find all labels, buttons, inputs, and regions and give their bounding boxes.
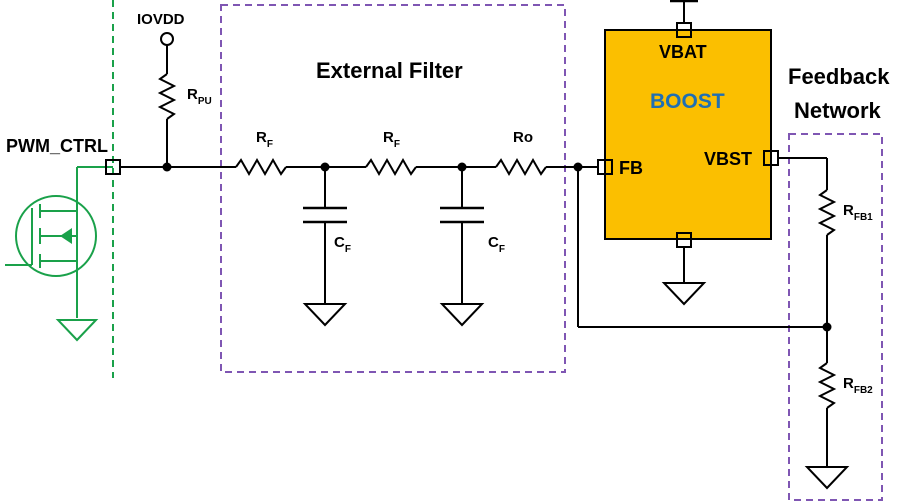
fb-label: FB [619,158,643,178]
rfb2-resistor [817,362,837,409]
ro-resistor [495,157,547,177]
rpu-label-main: R [187,86,198,103]
ground-icon [302,303,348,327]
rfb1-label-main: R [843,202,854,219]
rf2-label-main: R [383,129,394,146]
rfb1-label-sub: FB1 [854,212,873,223]
feedback-label: Feedback [788,64,890,89]
rfb1-label: RFB1 [843,202,873,223]
cf2-label-sub: F [499,244,505,255]
nmos-transistor-icon [5,166,113,342]
external-filter-label: External Filter [316,58,463,83]
cf2-label-main: C [488,234,499,251]
ground-icon [661,282,707,306]
rf1-label-sub: F [267,139,273,150]
external-filter-box [220,4,566,373]
rfb2-label-main: R [843,375,854,392]
rpu-resistor [157,73,177,120]
ground-icon [439,303,485,327]
cf1-label: CF [334,234,351,255]
network-label: Network [794,98,882,123]
cf1-label-sub: F [345,244,351,255]
rf2-label-sub: F [394,139,400,150]
pwm-ctrl-label: PWM_CTRL [6,136,108,156]
vbst-label: VBST [704,149,752,169]
rf2-resistor [365,157,417,177]
rfb1-resistor [817,189,837,236]
vbat-pin [676,22,692,38]
cf1-label-main: C [334,234,345,251]
rf1-label-main: R [256,129,267,146]
rfb2-label: RFB2 [843,375,873,396]
rpu-label: RPU [187,86,212,107]
rf1-resistor [235,157,287,177]
rfb2-label-sub: FB2 [854,385,873,396]
fb-pin [597,159,613,175]
iovdd-label: IOVDD [137,11,185,28]
cf2-label: CF [488,234,505,255]
boost-label: BOOST [650,90,725,113]
iovdd-terminal [160,32,174,46]
ground-icon [804,466,850,490]
rf1-label: RF [256,129,273,150]
rpu-label-sub: PU [198,96,212,107]
feedback-network-box [788,133,883,501]
rf2-label: RF [383,129,400,150]
vbat-label: VBAT [659,42,707,62]
ro-label: Ro [513,129,533,146]
boost-block [604,29,772,240]
